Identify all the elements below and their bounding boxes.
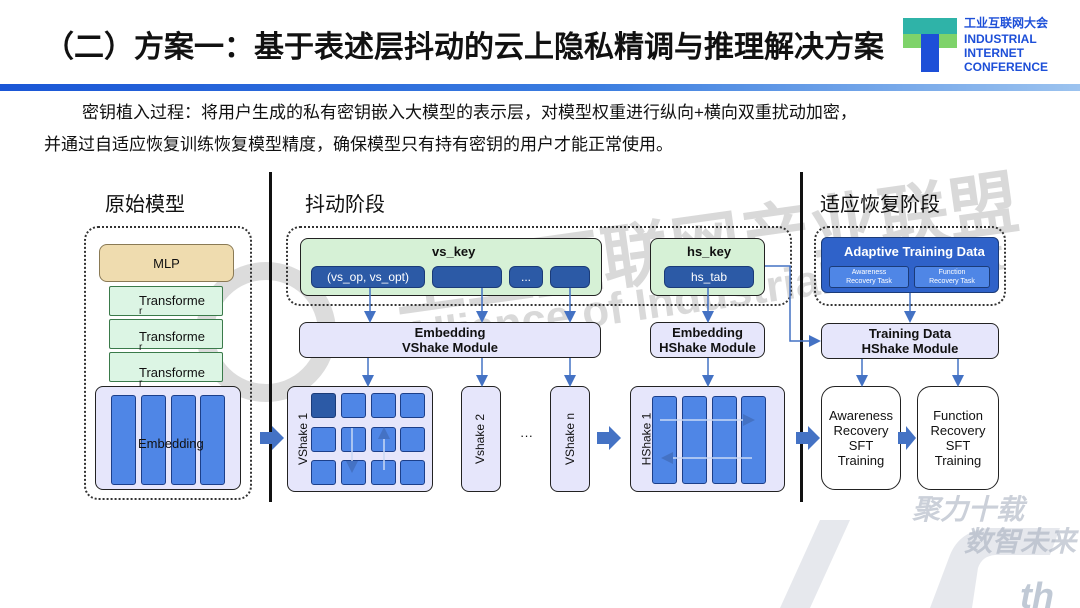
vshake-2-label: Vshake 2 xyxy=(473,413,488,465)
vs-key-chip xyxy=(432,266,502,288)
vshake-2-block xyxy=(461,386,501,492)
vshake-1-label: VShake 1 xyxy=(296,412,311,466)
embedding-column xyxy=(141,395,166,485)
vshake-cell xyxy=(400,427,425,452)
transformer-label: Transforme xyxy=(139,293,205,308)
vshake-cell xyxy=(311,460,336,485)
embedding-hshake-line-1: Embedding xyxy=(672,325,743,340)
vshake-n-block xyxy=(550,386,590,492)
function-sft-block: Function Recovery SFT Training xyxy=(917,386,999,490)
deco-slogan-2: 数智未来 xyxy=(964,526,1077,557)
logo-line-3: INTERNET xyxy=(964,46,1024,60)
awareness-task-line-2: Recovery Task xyxy=(846,278,892,285)
section-separator-1 xyxy=(269,172,272,502)
vshake-cell xyxy=(311,393,336,418)
function-task-chip: Function Recovery Task xyxy=(914,266,990,288)
deco-suffix: th xyxy=(1020,575,1054,608)
intro-line-1: 密钥植入过程：将用户生成的私有密钥嵌入大模型的表示层，对模型权重进行纵向+横向双… xyxy=(82,103,857,122)
logo-line-1: 工业互联网大会 xyxy=(964,16,1049,30)
function-sft-line-3: SFT xyxy=(945,438,971,453)
transformer-block-1: Transforme r xyxy=(109,286,223,317)
header-divider xyxy=(0,84,1080,91)
function-sft-line-2: Recovery xyxy=(930,423,986,438)
hs-key-label: hs_key xyxy=(687,244,732,259)
section-perturb-stage: 抖动阶段 xyxy=(305,194,385,216)
transformer-label: Transforme xyxy=(139,365,205,380)
awareness-sft-line-2: Recovery xyxy=(833,423,889,438)
function-task-line-2: Recovery Task xyxy=(929,278,975,285)
conference-logo-icon xyxy=(903,18,957,72)
training-data-hshake-module: Training Data HShake Module xyxy=(821,323,999,359)
transformer-label-tail: r xyxy=(139,342,143,353)
logo-line-4: CONFERENCE xyxy=(964,60,1049,74)
vshake-cell xyxy=(371,393,396,418)
function-task-line-1: Function xyxy=(938,269,966,276)
transformer-label-tail: r xyxy=(139,378,143,389)
section-separator-2 xyxy=(800,172,803,502)
vshake-cell xyxy=(341,460,366,485)
section-adapt-stage: 适应恢复阶段 xyxy=(820,194,940,216)
vshake-cell xyxy=(341,427,366,452)
awareness-sft-block: Awareness Recovery SFT Training xyxy=(821,386,901,490)
awareness-sft-line-4: Training xyxy=(837,453,885,468)
training-module-line-2: HShake Module xyxy=(861,341,959,356)
transformer-block-3: Transforme r xyxy=(109,352,223,389)
vshake-n-label: VShake n xyxy=(563,412,578,466)
awareness-sft-line-1: Awareness xyxy=(828,408,894,423)
embedding-column xyxy=(200,395,225,485)
mlp-block: MLP xyxy=(99,244,234,282)
transformer-block-2: Transforme r xyxy=(109,319,223,353)
embedding-vshake-line-2: VShake Module xyxy=(401,340,499,355)
vs-op-chip: (vs_op, vs_opt) xyxy=(311,266,425,288)
adaptive-training-data-title: Adaptive Training Data xyxy=(844,244,985,259)
function-sft-line-1: Function xyxy=(933,408,983,423)
deco-slogan-1: 聚力十载 xyxy=(912,494,1025,525)
vs-key-ellipsis-chip: ... xyxy=(509,266,543,288)
page-title: （二）方案一：基于表述层抖动的云上隐私精调与推理解决方案 xyxy=(44,31,884,64)
hshake-column xyxy=(682,396,707,484)
hshake-column xyxy=(652,396,677,484)
embedding-hshake-module: Embedding HShake Module xyxy=(650,322,765,358)
vshake-cell xyxy=(400,393,425,418)
embedding-vshake-module: Embedding VShake Module xyxy=(299,322,601,358)
vshake-cell xyxy=(371,427,396,452)
original-model-container xyxy=(84,226,252,500)
embedding-label: Embedding xyxy=(138,436,204,451)
hshake-column xyxy=(741,396,766,484)
vshake-cell xyxy=(400,460,425,485)
embedding-hshake-line-2: HShake Module xyxy=(659,340,756,355)
vs-key-chip xyxy=(550,266,590,288)
function-sft-line-4: Training xyxy=(934,453,982,468)
awareness-task-line-1: Awareness xyxy=(851,269,887,276)
embedding-column xyxy=(171,395,196,485)
hs-tab-chip: hs_tab xyxy=(664,266,754,288)
awareness-task-chip: Awareness Recovery Task xyxy=(829,266,909,288)
embedding-vshake-line-1: Embedding xyxy=(414,325,486,340)
embedding-column xyxy=(111,395,136,485)
intro-line-2: 并通过自适应恢复训练恢复模型精度，确保模型只有持有密钥的用户才能正常使用。 xyxy=(44,135,673,154)
vshake-cell xyxy=(341,393,366,418)
section-original-model: 原始模型 xyxy=(105,194,185,216)
vshake-ellipsis: ··· xyxy=(520,428,533,443)
anniversary-graphic xyxy=(780,520,1060,608)
hshake-column xyxy=(712,396,737,484)
transformer-label: Transforme xyxy=(139,329,205,344)
vs-key-label: vs_key xyxy=(432,244,476,259)
vshake-cell xyxy=(371,460,396,485)
logo-line-2: INDUSTRIAL xyxy=(964,32,1037,46)
transformer-label-tail: r xyxy=(139,306,143,317)
training-module-line-1: Training Data xyxy=(868,326,952,341)
vshake-cell xyxy=(311,427,336,452)
awareness-sft-line-3: SFT xyxy=(848,438,874,453)
